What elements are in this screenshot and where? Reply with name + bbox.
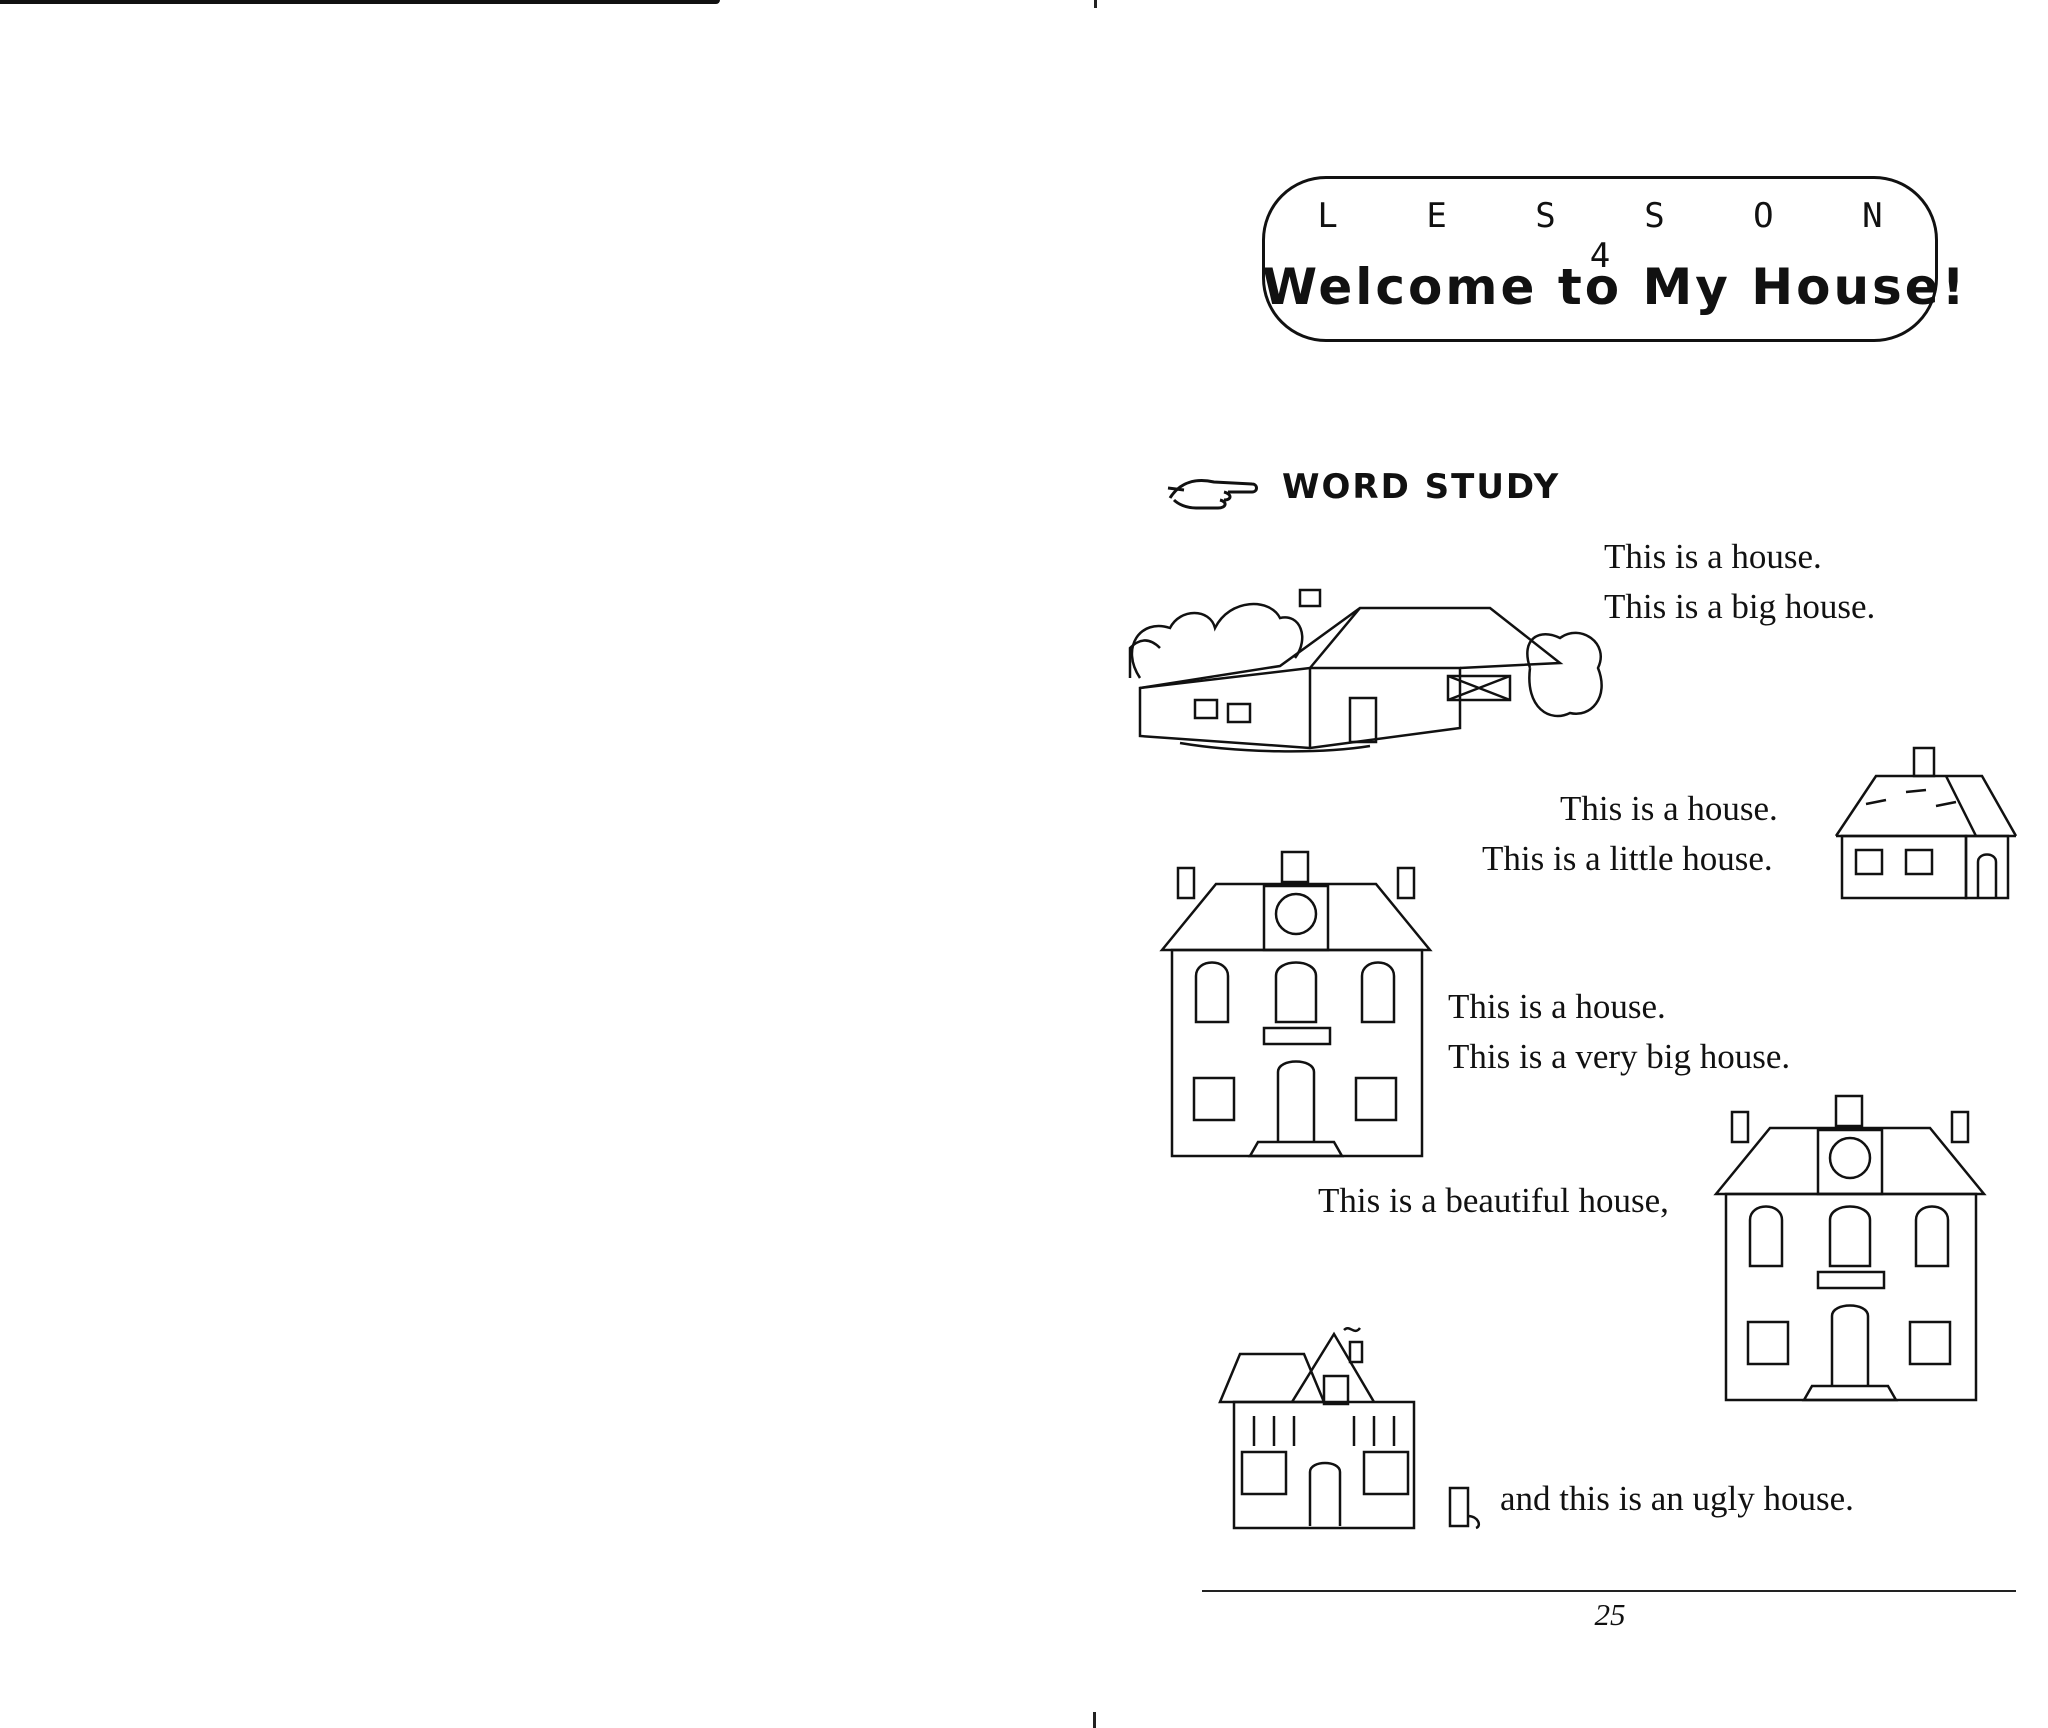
page-edge-line — [0, 0, 720, 4]
big-house-illustration — [1128, 588, 1603, 753]
caption-line: This is a house. — [1560, 789, 1778, 828]
little-house-illustration — [1834, 746, 2018, 900]
very-big-house-illustration — [1159, 850, 1433, 1158]
caption-line: This is a little house. — [1482, 839, 1773, 878]
gutter-mark — [1093, 1712, 1096, 1728]
lesson-title-box — [1262, 176, 1938, 342]
caption-line: This is a very big house. — [1448, 1037, 1791, 1076]
caption-line: This is a beautiful house, — [1318, 1181, 1669, 1220]
caption-line: This is a house. — [1448, 987, 1666, 1026]
caption-line: This is a house. — [1604, 537, 1822, 576]
page-number: 25 — [1594, 1597, 1626, 1632]
pointing-hand-icon — [1167, 479, 1258, 510]
lesson-title: Welcome to My House! — [1262, 258, 1968, 316]
gutter-mark — [1094, 0, 1097, 8]
beautiful-house-illustration — [1713, 1094, 1987, 1402]
lesson-number: L E S S O N 4 — [1317, 196, 1917, 276]
caption-line: and this is an ugly house. — [1500, 1479, 1854, 1518]
ugly-house-illustration — [1218, 1327, 1480, 1530]
caption-line: This is a big house. — [1604, 587, 1876, 626]
section-heading: WORD STUDY — [1282, 467, 1561, 507]
footer-rule — [1202, 1590, 2016, 1592]
